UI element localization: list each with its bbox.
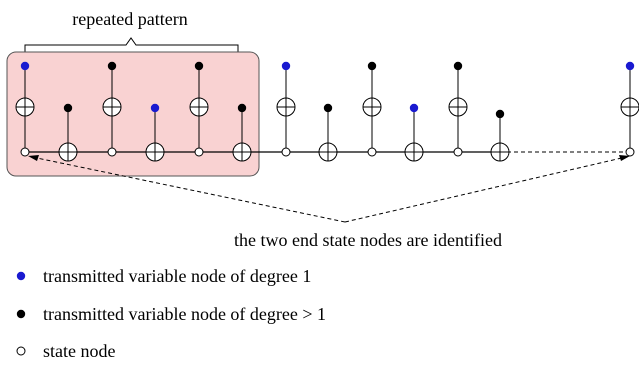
check-node bbox=[15, 97, 35, 117]
legend-label-degree1: transmitted variable node of degree 1 bbox=[43, 266, 311, 286]
branch-short-5 bbox=[404, 103, 424, 162]
state-node bbox=[107, 147, 117, 157]
degree-gt1-variable-node bbox=[194, 61, 204, 71]
branch-short-6 bbox=[490, 109, 510, 162]
repeated-pattern-label: repeated pattern bbox=[72, 9, 187, 29]
identified-arrowhead-right bbox=[619, 155, 630, 161]
degree1-variable-node bbox=[20, 61, 30, 71]
degree-gt1-variable-node bbox=[453, 61, 463, 71]
legend-label-degree-gt1: transmitted variable node of degree > 1 bbox=[43, 304, 326, 324]
blue-dot-icon bbox=[16, 271, 26, 281]
identified-arrow-right bbox=[344, 156, 627, 223]
branch-tall-4 bbox=[276, 61, 296, 157]
state-node bbox=[453, 147, 463, 157]
state-node bbox=[194, 147, 204, 157]
state-node bbox=[625, 147, 635, 157]
degree-gt1-variable-node bbox=[495, 109, 505, 119]
branch-short-3 bbox=[232, 103, 252, 162]
black-dot-icon bbox=[16, 309, 26, 319]
legend-label-state-node: state node bbox=[43, 341, 115, 361]
degree-gt1-variable-node bbox=[323, 103, 333, 113]
state-node bbox=[281, 147, 291, 157]
check-node bbox=[404, 142, 424, 162]
branch-tall-end bbox=[620, 61, 639, 157]
branch-short-2 bbox=[145, 103, 165, 162]
legend-item-degree1: transmitted variable node of degree 1 bbox=[16, 266, 311, 286]
legend-item-degree-gt1: transmitted variable node of degree > 1 bbox=[16, 304, 326, 324]
repeated-pattern-brace bbox=[24, 37, 239, 52]
branch-tall-5 bbox=[362, 61, 382, 157]
degree1-variable-node bbox=[409, 103, 419, 113]
check-node bbox=[490, 142, 510, 162]
check-node bbox=[102, 97, 122, 117]
identified-note: the two end state nodes are identified bbox=[234, 230, 502, 250]
repeated-pattern-box bbox=[6, 51, 260, 177]
identified-arrowhead-left bbox=[28, 155, 39, 161]
degree-gt1-variable-node bbox=[63, 103, 73, 113]
identified-arrow-left bbox=[31, 156, 346, 223]
state-node bbox=[20, 147, 30, 157]
check-node bbox=[58, 142, 78, 162]
check-node bbox=[232, 142, 252, 162]
check-node bbox=[145, 142, 165, 162]
check-node bbox=[189, 97, 209, 117]
degree1-variable-node bbox=[150, 103, 160, 113]
branch-short-4 bbox=[318, 103, 338, 162]
branch-tall-2 bbox=[102, 61, 122, 157]
branch-tall-3 bbox=[189, 61, 209, 157]
legend: transmitted variable node of degree 1 tr… bbox=[16, 266, 326, 361]
branch-short-1 bbox=[58, 103, 78, 162]
check-node bbox=[362, 97, 382, 117]
degree1-variable-node bbox=[625, 61, 635, 71]
degree-gt1-variable-node bbox=[237, 103, 247, 113]
legend-item-state-node: state node bbox=[16, 341, 115, 361]
check-node bbox=[448, 97, 468, 117]
check-node bbox=[620, 97, 639, 117]
check-node bbox=[276, 97, 296, 117]
degree1-variable-node bbox=[281, 61, 291, 71]
branch-tall-6 bbox=[448, 61, 468, 157]
branch-tall-1 bbox=[15, 61, 35, 157]
degree-gt1-variable-node bbox=[107, 61, 117, 71]
state-node bbox=[367, 147, 377, 157]
degree-gt1-variable-node bbox=[367, 61, 377, 71]
check-node bbox=[318, 142, 338, 162]
hollow-circle-icon bbox=[16, 346, 26, 356]
